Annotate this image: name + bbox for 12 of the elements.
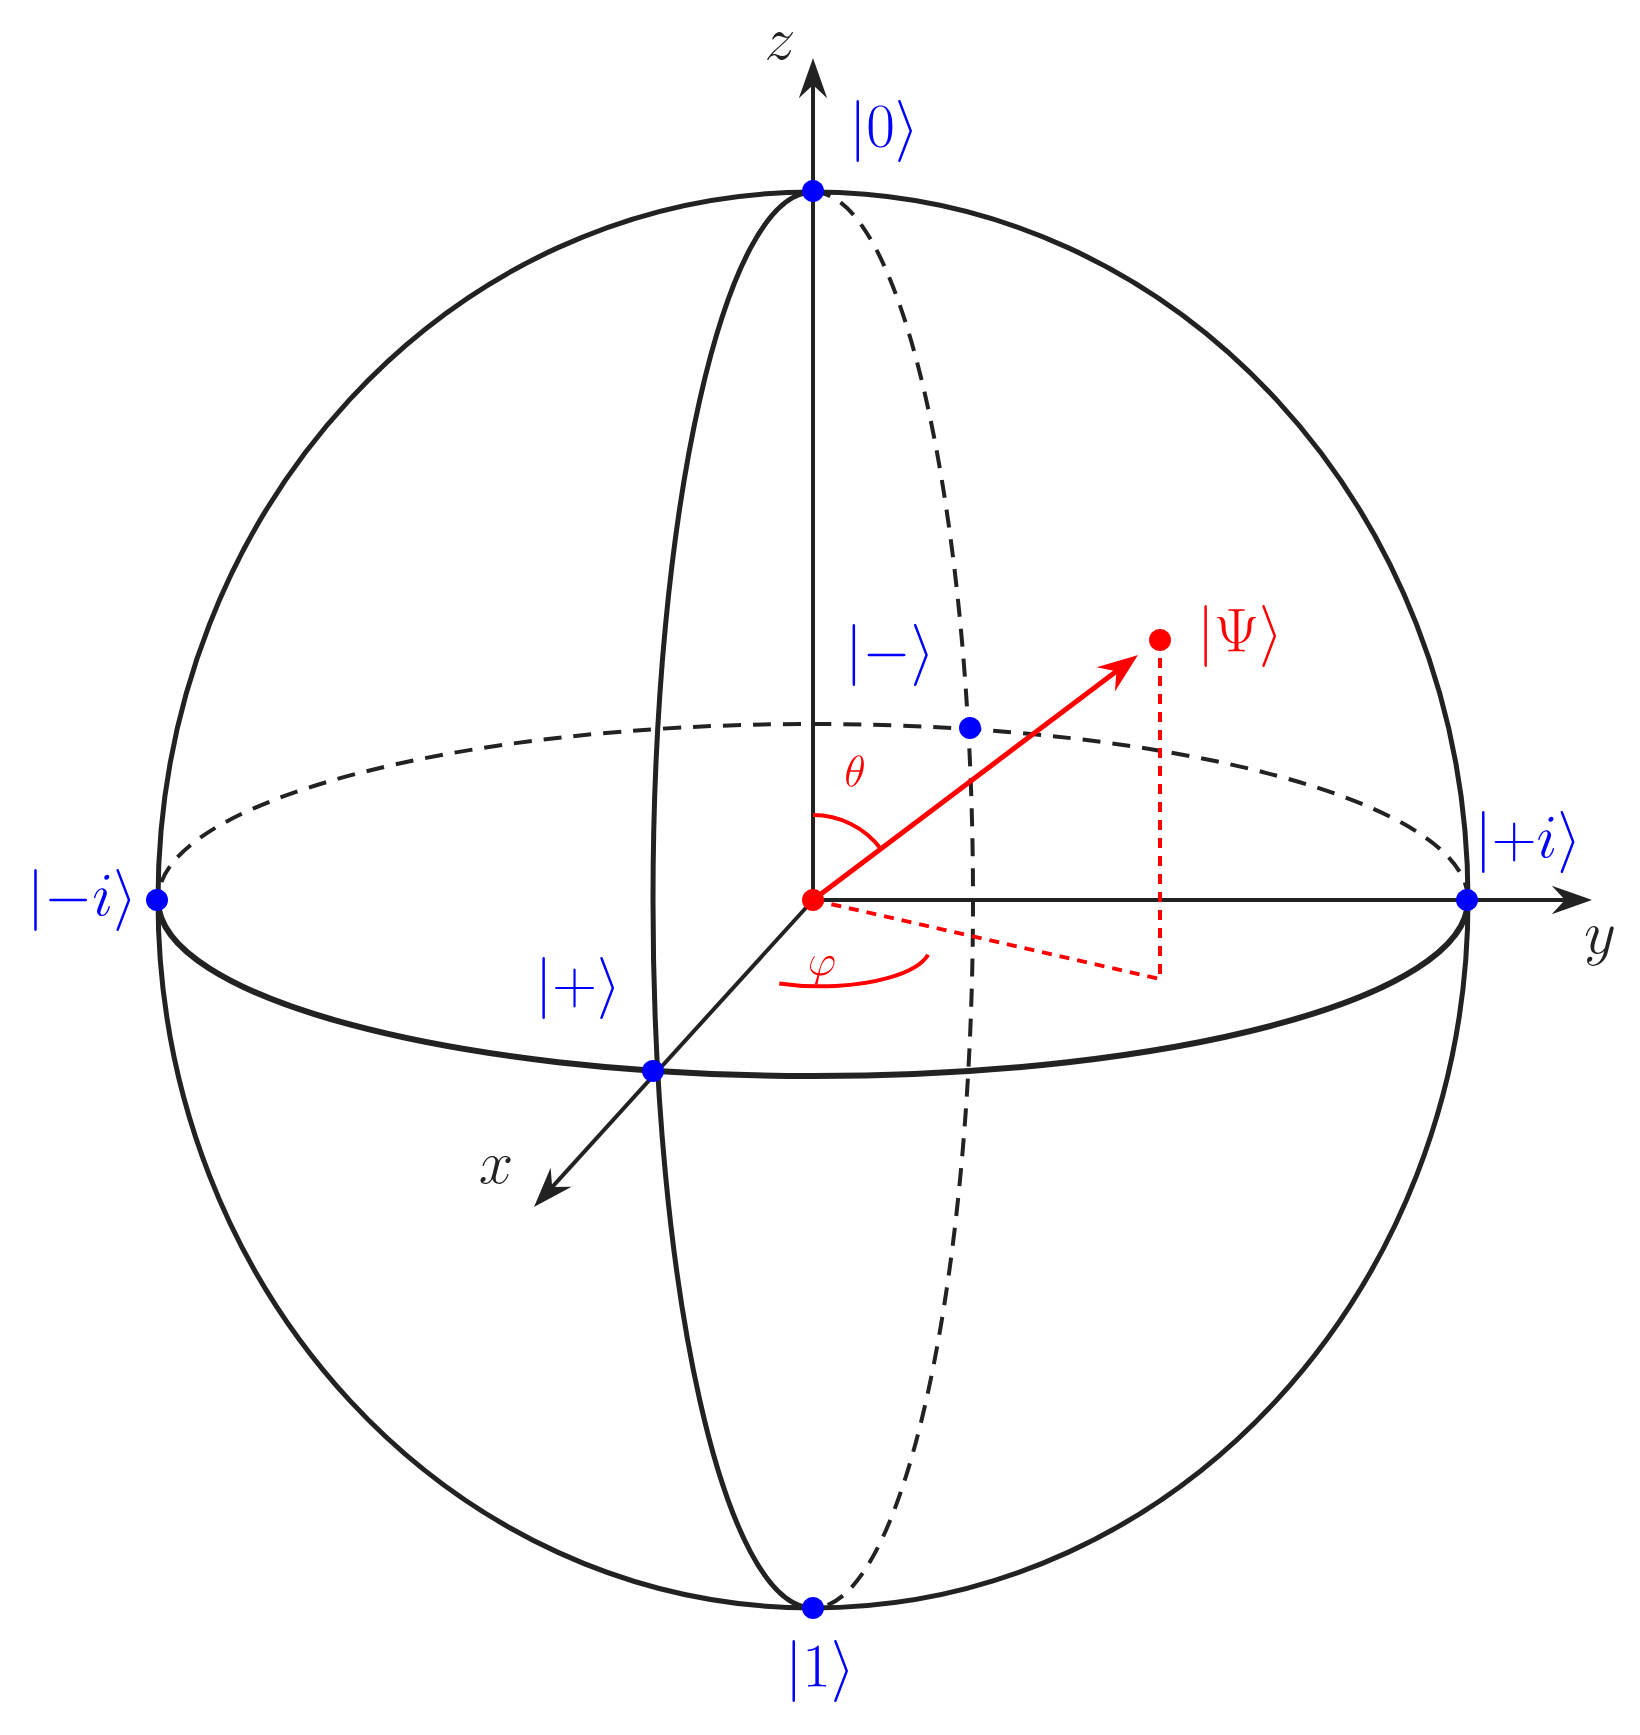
state-label: $|{-}i\rangle$ [34, 869, 131, 931]
state-label: $|+\rangle$ [542, 957, 615, 1019]
state-label: $|{+}i\rangle$ [1482, 811, 1575, 873]
axis-label: $z$ [767, 32, 794, 60]
axis-label: $x$ [480, 1156, 511, 1184]
axis-label: $y$ [1585, 925, 1614, 966]
state-label: $|-\rangle$ [852, 624, 928, 686]
state-label: $|1\rangle$ [792, 1640, 848, 1702]
state-label: $|0\rangle$ [856, 100, 912, 162]
state-label: $|\Psi\rangle$ [1204, 605, 1277, 667]
angle-label: $\varphi$ [810, 955, 835, 985]
angle-label: $\theta$ [846, 755, 864, 787]
